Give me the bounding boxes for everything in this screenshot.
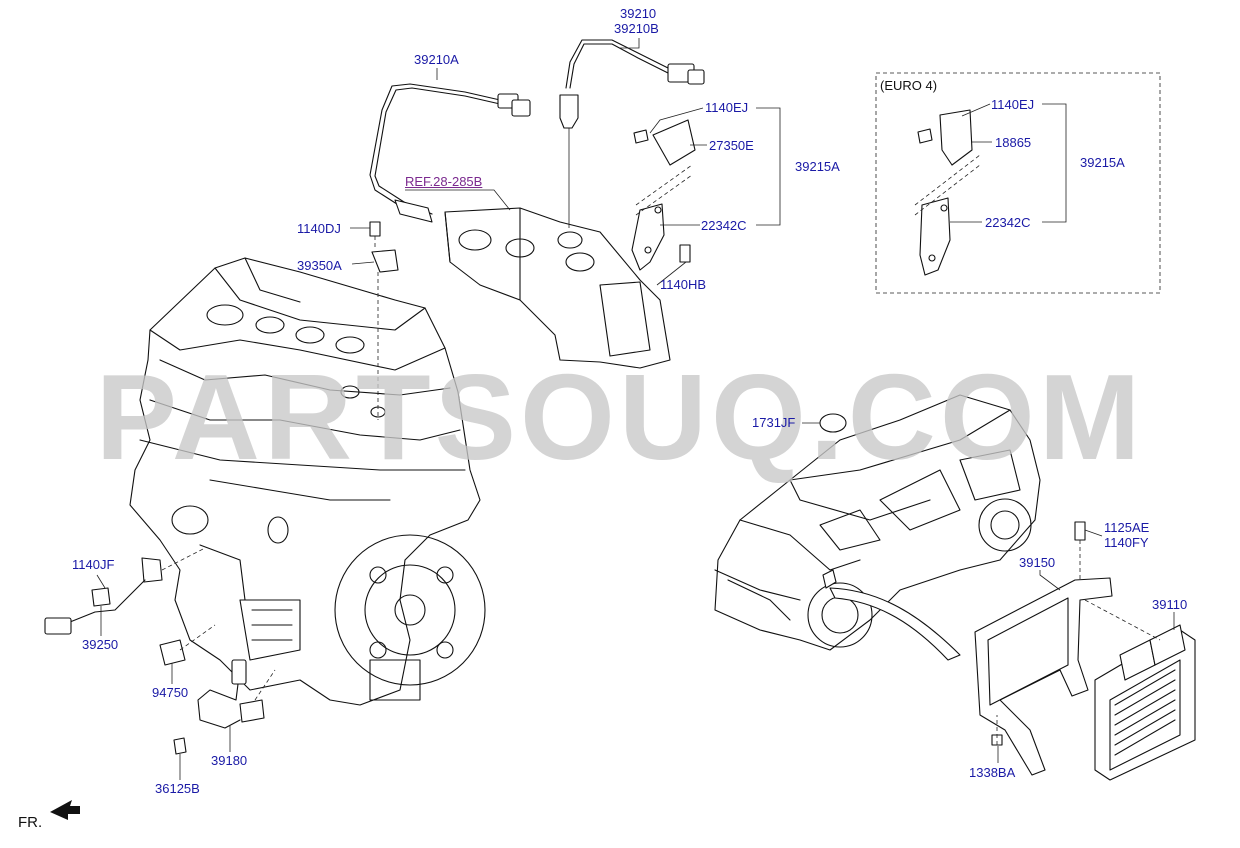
front-direction-label: FR. — [18, 814, 43, 831]
part-label-39210b[interactable]: 39210B — [614, 21, 659, 36]
part-label-1338ba[interactable]: 1338BA — [969, 765, 1016, 780]
part-label-1140jf[interactable]: 1140JF — [72, 557, 115, 572]
part-label-39250[interactable]: 39250 — [82, 637, 119, 652]
euro4-box — [875, 72, 1161, 294]
engine-assembly — [129, 257, 486, 706]
oxygen-sensor-39210b — [559, 39, 705, 228]
part-label-1140fy[interactable]: 1140FY — [1104, 535, 1149, 550]
ecu-module — [1084, 599, 1196, 781]
part-label-1125ae[interactable]: 1125AE — [1104, 520, 1150, 535]
front-arrow-icon — [50, 800, 80, 820]
oil-pressure-switch — [159, 624, 216, 666]
part-label-18865[interactable]: 18865 — [995, 135, 1032, 150]
part-label-94750[interactable]: 94750 — [152, 685, 189, 700]
part-label-39150[interactable]: 39150 — [1019, 555, 1056, 570]
plug-1731jf — [819, 413, 847, 433]
part-label-27350e[interactable]: 27350E — [709, 138, 754, 153]
part-label-39210a[interactable]: 39210A — [414, 52, 459, 67]
part-label-1140ej-left[interactable]: 1140EJ — [705, 100, 749, 115]
oxygen-sensor-39210a — [369, 83, 531, 223]
ecu-bracket — [974, 521, 1113, 776]
crankshaft-sensor — [173, 659, 276, 755]
camshaft-sensor — [369, 221, 399, 420]
part-label-1140hb[interactable]: 1140HB — [660, 277, 707, 292]
part-label-1731jf[interactable]: 1731JF — [752, 415, 796, 430]
knock-sensor — [44, 547, 206, 635]
part-label-39350a[interactable]: 39350A — [297, 258, 342, 273]
part-label-36125b[interactable]: 36125B — [155, 781, 200, 796]
part-label-39215a-left[interactable]: 39215A — [795, 159, 840, 174]
leader-lines — [96, 38, 1175, 780]
part-label-39215a-right[interactable]: 39215A — [1080, 155, 1125, 170]
bracket-assembly-left — [631, 119, 696, 271]
part-label-39180[interactable]: 39180 — [211, 753, 248, 768]
part-label-39110[interactable]: 39110 — [1152, 597, 1188, 612]
vehicle-outline — [714, 394, 1041, 661]
part-label-1140ej-right[interactable]: 1140EJ — [991, 97, 1035, 112]
exhaust-manifold — [444, 207, 671, 369]
part-label-1140dj[interactable]: 1140DJ — [297, 221, 341, 236]
euro4-note: (EURO 4) — [880, 78, 938, 93]
part-label-22342c-right[interactable]: 22342C — [985, 215, 1031, 230]
part-label-22342c-left[interactable]: 22342C — [701, 218, 747, 233]
part-label-39210[interactable]: 39210 — [620, 6, 657, 21]
ref-link-28-285b[interactable]: REF.28-285B — [405, 174, 483, 189]
